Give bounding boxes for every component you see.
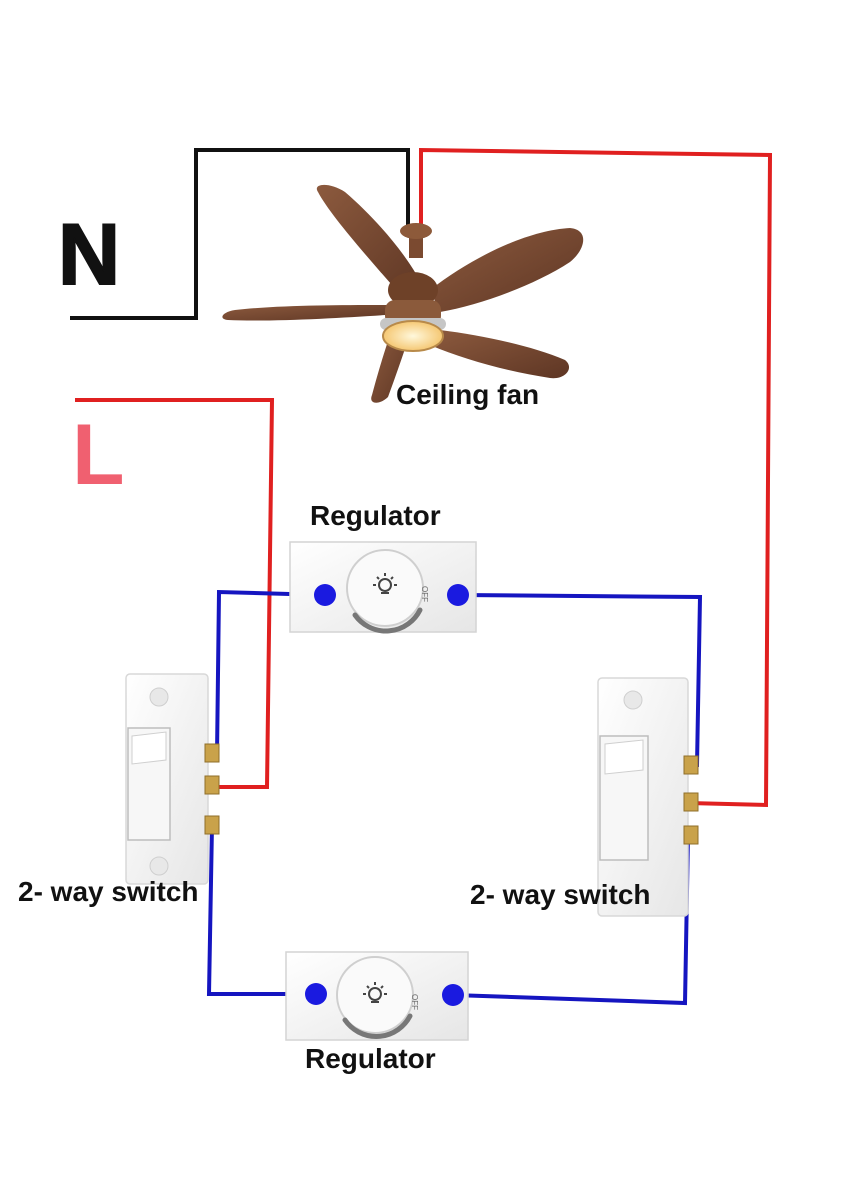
neutral-label: N: [57, 207, 121, 303]
regulator-top-off-mark: OFF: [420, 586, 429, 602]
dial-icon[interactable]: [346, 549, 424, 634]
screw-terminal: [683, 792, 699, 812]
live-wire-fan: [419, 147, 773, 808]
regulator-bottom-off-mark: OFF: [410, 994, 419, 1010]
ceiling-fan-label: Ceiling fan: [396, 379, 540, 410]
terminal-dot: [442, 984, 464, 1006]
screw-terminal: [204, 775, 220, 795]
ceiling-fan-icon: [222, 184, 584, 403]
regulator-top-label: Regulator: [310, 500, 441, 531]
switched-wire-bottom-left: [206, 824, 316, 996]
terminal-dot: [447, 584, 469, 606]
terminal-dot: [305, 983, 327, 1005]
live-label: L: [72, 407, 125, 503]
switch-left[interactable]: [125, 673, 220, 885]
dial-icon[interactable]: [336, 956, 414, 1039]
screw-terminal: [204, 743, 220, 763]
screw-terminal: [683, 825, 699, 845]
switch-right[interactable]: [597, 677, 699, 917]
bulb-icon: [363, 982, 387, 1003]
neutral-wire: [70, 148, 410, 320]
regulator-bottom-label: Regulator: [305, 1043, 436, 1074]
rocker-switch-icon[interactable]: [127, 727, 171, 841]
regulator-bottom[interactable]: OFF: [285, 951, 469, 1041]
screw-terminal: [204, 815, 220, 835]
switch-left-label: 2- way switch: [18, 876, 199, 907]
bulb-icon: [373, 573, 397, 594]
rocker-switch-icon[interactable]: [599, 735, 649, 861]
switch-right-label: 2- way switch: [470, 879, 651, 910]
terminal-dot: [314, 584, 336, 606]
screw-terminal: [683, 755, 699, 775]
